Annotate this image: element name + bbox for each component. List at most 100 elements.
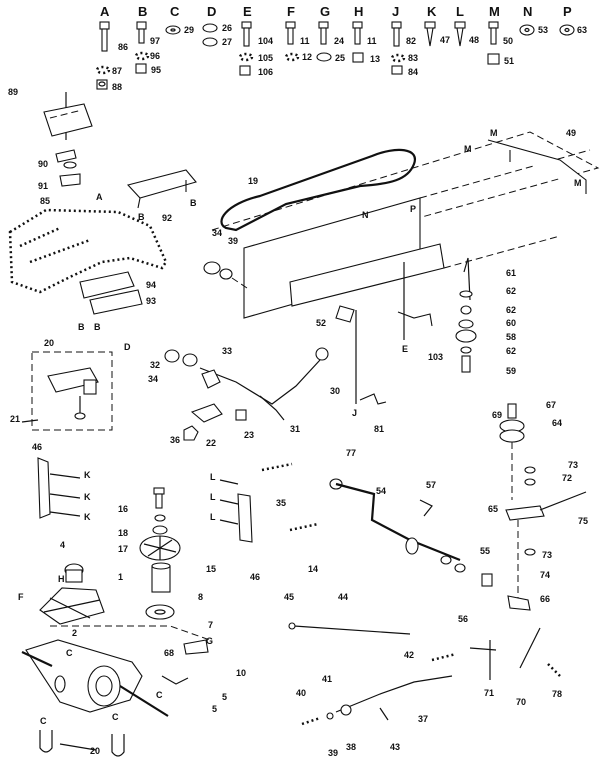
drive-belt: 19 — [220, 148, 417, 232]
callout-c: C — [156, 690, 163, 700]
callout-20: 20 — [90, 746, 100, 756]
callout-19: 19 — [248, 176, 258, 186]
legend-part-11-h: 11 — [367, 36, 377, 46]
legend-part-104: 104 — [258, 36, 273, 46]
screw-icon — [454, 21, 466, 47]
legend-part-27: 27 — [222, 37, 232, 47]
lockwasher-icon — [390, 53, 406, 63]
legend-part-83: 83 — [408, 53, 418, 63]
callout-73: 73 — [542, 550, 552, 560]
legend-letter-g: G — [320, 4, 330, 19]
callout-62: 62 — [506, 346, 516, 356]
callout-a: A — [96, 192, 103, 202]
callout-33: 33 — [222, 346, 232, 356]
shift-bracket: 36 22 23 31 — [170, 395, 300, 448]
callout-94: 94 — [146, 280, 156, 290]
legend-part-105: 105 — [258, 53, 273, 63]
callout-14: 14 — [308, 564, 318, 574]
deck-lift-arm: 73 72 65 75 73 74 66 — [488, 460, 588, 611]
fan-pulley-stack: 16 18 17 15 — [118, 487, 216, 574]
tractor-frame: 49 M M M N P — [211, 128, 600, 319]
legend-part-11: 11 — [300, 36, 310, 46]
frame-clip-52: 52 — [316, 305, 355, 328]
callout-d: D — [124, 342, 131, 352]
legend-part-47: 47 — [440, 35, 450, 45]
rod-81: J 81 — [352, 310, 387, 434]
callout-l: L — [210, 472, 216, 482]
callout-31: 31 — [290, 424, 300, 434]
bolt-icon — [241, 21, 252, 47]
legend-part-53: 53 — [538, 25, 548, 35]
callout-k: K — [84, 492, 91, 502]
legend-letter-p: P — [563, 4, 572, 19]
callout-16: 16 — [118, 504, 128, 514]
legend-letter-n: N — [523, 4, 532, 19]
callout-43: 43 — [390, 742, 400, 752]
callout-93: 93 — [146, 296, 156, 306]
callout-7: 7 — [208, 620, 213, 630]
fender-bracket: B B 92 — [126, 169, 197, 223]
legend-part-29: 29 — [184, 25, 194, 35]
callout-c: C — [40, 716, 47, 726]
callout-60: 60 — [506, 318, 516, 328]
spring-35: 35 — [261, 462, 293, 508]
side-bracket-46: 46 K K K — [32, 442, 91, 522]
washer-icon — [165, 25, 181, 35]
callout-l: L — [210, 492, 216, 502]
legend-part-51: 51 — [504, 56, 514, 66]
callout-b: B — [78, 322, 85, 332]
bolt-icon — [352, 21, 363, 45]
rod-71: 71 — [469, 640, 497, 698]
callout-61: 61 — [506, 268, 516, 278]
callout-k: K — [84, 470, 91, 480]
washer-icon — [202, 23, 218, 47]
washer-icon — [316, 52, 332, 62]
callout-46: 46 — [250, 572, 260, 582]
callout-92: 92 — [162, 213, 172, 223]
callout-71: 71 — [484, 688, 494, 698]
callout-40: 40 — [296, 688, 306, 698]
deck-pulley: 69 67 64 — [492, 400, 562, 500]
bolt-icon — [391, 21, 402, 47]
mounting-bracket-assembly: 89 90 91 85 A — [8, 87, 103, 206]
callout-p: P — [410, 204, 416, 214]
legend-part-84: 84 — [408, 67, 418, 77]
callout-23: 23 — [244, 430, 254, 440]
callout-41: 41 — [322, 674, 332, 684]
callout-49: 49 — [566, 128, 576, 138]
callout-46: 46 — [32, 442, 42, 452]
callout-n: N — [362, 210, 369, 220]
bolt-icon — [136, 21, 147, 44]
legend-part-24: 24 — [334, 36, 344, 46]
callout-22: 22 — [206, 438, 216, 448]
callout-m: M — [464, 144, 472, 154]
seat-switch-assembly: 20 D 21 — [10, 338, 131, 431]
callout-5: 5 — [212, 704, 217, 714]
callout-15: 15 — [206, 564, 216, 574]
bolt-icon — [488, 21, 499, 45]
callout-77: 77 — [346, 448, 356, 458]
callout-44: 44 — [338, 592, 348, 602]
lockwasher-icon — [134, 51, 150, 61]
hardware-legend: A 86 87 88 B 97 96 95 C 29 D 26 27 E — [95, 4, 587, 92]
lockwasher-icon — [238, 52, 254, 62]
callout-17: 17 — [118, 544, 128, 554]
rod-44: 45 44 — [284, 592, 411, 635]
callout-81: 81 — [374, 424, 384, 434]
callout-32: 32 — [150, 360, 160, 370]
center-bracket-46: L L L 46 — [210, 472, 260, 582]
legend-letter-a: A — [100, 4, 110, 19]
lockwasher-icon — [284, 52, 300, 62]
rod-42: 42 — [404, 650, 457, 662]
bolt-icon — [99, 21, 110, 52]
legend-part-97: 97 — [150, 36, 160, 46]
callout-68: 68 — [164, 648, 174, 658]
legend-part-26: 26 — [222, 23, 232, 33]
legend-letter-h: H — [354, 4, 363, 19]
legend-letter-j: J — [392, 4, 399, 19]
callout-66: 66 — [540, 594, 550, 604]
callout-39: 39 — [328, 748, 338, 758]
callout-c: C — [66, 648, 73, 658]
screw-icon — [424, 21, 436, 47]
hex-nut-icon — [135, 63, 147, 74]
